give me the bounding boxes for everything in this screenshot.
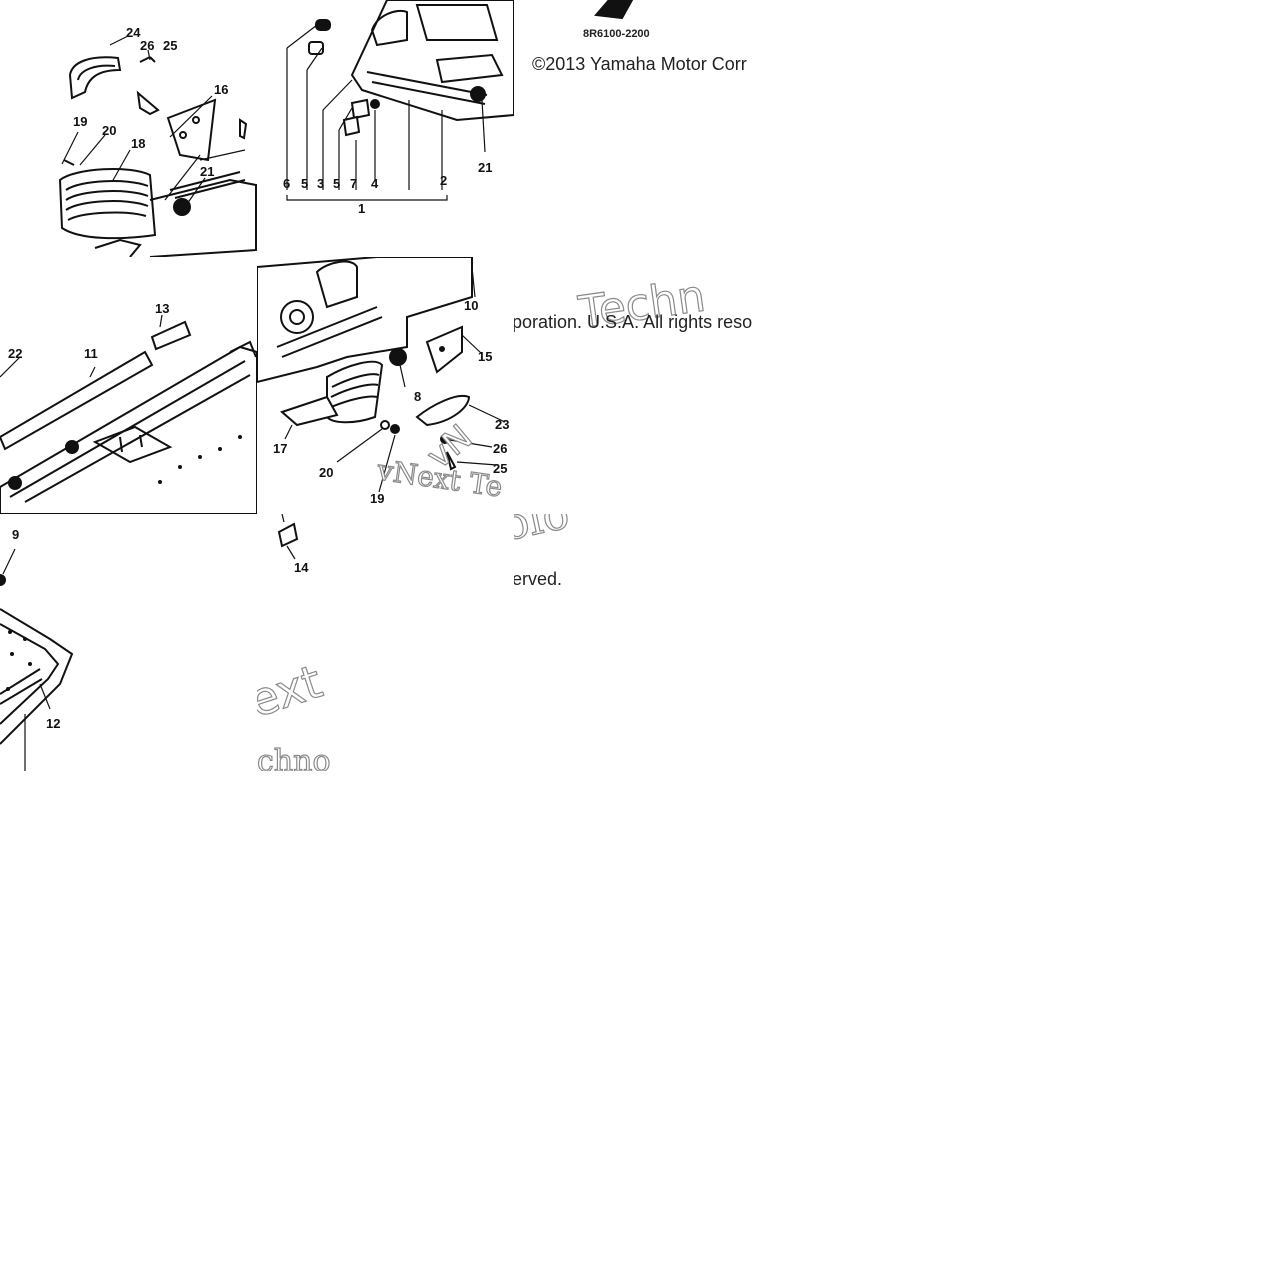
copyright-mid: poration. U.S.A. All rights reso: [514, 312, 753, 332]
watermark-chno: chno: [257, 743, 331, 771]
callout-22: 22: [8, 346, 22, 361]
callout-16: 16: [214, 82, 228, 97]
callout-18: 18: [131, 136, 145, 151]
callout-15: 15: [478, 349, 492, 364]
callout-19: 19: [370, 491, 384, 506]
callout-23: 23: [495, 417, 509, 432]
copyright-head: ©2013 Yamaha Motor Corr: [532, 54, 747, 74]
callout-7: 7: [350, 176, 357, 191]
part-code: 8R6100-2200: [583, 28, 650, 40]
callout-6: 6: [283, 176, 290, 191]
tile-1-drawing: 24 26 25 16 19 20 18 21: [58, 25, 257, 257]
callout-17: 17: [273, 441, 287, 456]
callout-25: 25: [493, 461, 507, 476]
callout-21: 21: [478, 160, 492, 175]
diagram-tile-3: 8R6100-2200 ©2013 Yamaha Motor Corr: [514, 0, 771, 257]
tile-7-drawing: 9 12: [0, 527, 74, 771]
callout-8: 8: [414, 389, 421, 404]
callout-5: 5: [301, 176, 308, 191]
callout-20: 20: [319, 465, 333, 480]
tile-2-drawing: 6 5 3 5 7 4 2 21 1: [283, 0, 514, 216]
copyright-tail: erved.: [514, 569, 563, 589]
tile-3-drawing: [594, 0, 634, 20]
callout-12: 12: [46, 716, 60, 731]
diagram-tile-7: 9 12: [0, 514, 257, 771]
callout-13: 13: [155, 301, 169, 316]
callout-4: 4: [371, 176, 379, 191]
callout-10: 10: [464, 298, 478, 313]
watermark-olo: olo: [514, 514, 574, 552]
callout-26: 26: [493, 441, 507, 456]
tile-5-drawing: 10 15 8 23 26 25 17 20 19: [257, 257, 509, 506]
diagram-tile-9: olo erved.: [514, 514, 771, 771]
callout-2: 2: [440, 173, 447, 188]
diagram-tile-2: 6 5 3 5 7 4 2 21 1: [257, 0, 514, 257]
diagram-tile-5: 10 15 8 23 26 25 17 20 19 vNext Te vN: [257, 257, 514, 514]
callout-3: 3: [317, 176, 324, 191]
callout-26: 26: [140, 38, 154, 53]
tile-4-drawing: 22 11 13: [0, 301, 257, 514]
callout-11: 11: [84, 346, 98, 361]
callout-14: 14: [294, 560, 309, 575]
diagram-tile-8: 14 ext chno: [257, 514, 514, 771]
callout-19: 19: [73, 114, 87, 129]
callout-25: 25: [163, 38, 177, 53]
callout-24: 24: [126, 25, 141, 40]
callout-1: 1: [358, 201, 365, 216]
diagram-tile-1: 24 26 25 16 19 20 18 21: [0, 0, 257, 257]
diagram-tile-4: 22 11 13: [0, 257, 257, 514]
callout-21: 21: [200, 164, 214, 179]
diagram-tile-6: Techn poration. U.S.A. All rights reso: [514, 257, 771, 514]
callout-5b: 5: [333, 176, 340, 191]
callout-20: 20: [102, 123, 116, 138]
callout-9: 9: [12, 527, 19, 542]
tile-8-drawing: 14: [277, 514, 309, 575]
